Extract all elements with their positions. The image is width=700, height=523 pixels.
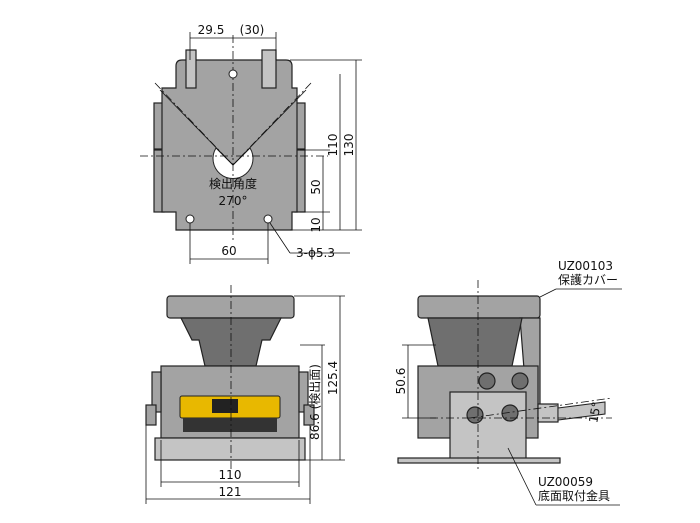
protective-cover-side <box>417 295 541 319</box>
side-view: 15° 50.6 UZ00103 保護カバー UZ00059 底面取付金具 <box>394 259 622 506</box>
mount-hole-left <box>185 214 195 224</box>
cable-gland-side <box>537 403 559 423</box>
bracket-part-no: UZ00059 <box>538 475 593 489</box>
bracket-name: 底面取付金具 <box>538 488 610 503</box>
mount-hole-top <box>228 69 238 79</box>
dim-offset-right: (30) <box>240 23 265 37</box>
top-view: 検出角度 270° 29.5 (30) 130 110 50 10 60 3-ϕ… <box>140 23 362 264</box>
side-screw-3 <box>466 406 484 424</box>
dim-width-121: 121 <box>219 485 242 499</box>
dim-holes: 3-ϕ5.3 <box>296 246 335 260</box>
front-bolt-left <box>145 404 157 426</box>
dim-width-110: 110 <box>219 468 242 482</box>
dim-width-60: 60 <box>221 244 236 258</box>
base-plate-side <box>397 457 561 464</box>
dim-height-10: 10 <box>309 217 323 232</box>
dim-height-50: 50 <box>309 179 323 194</box>
dim-height-86-6: 86.6 (検出面) <box>308 364 322 440</box>
detection-angle-label: 検出角度 <box>209 176 257 191</box>
cable-gland-left <box>185 49 197 89</box>
detection-angle-value: 270° <box>219 194 248 208</box>
side-screw-2 <box>511 372 529 390</box>
mount-hole-right <box>263 214 273 224</box>
dim-height-50-6: 50.6 <box>394 368 408 395</box>
front-view: 86.6 (検出面) 125.4 110 121 <box>145 285 345 504</box>
cover-part-no: UZ00103 <box>558 259 613 273</box>
connector-row <box>183 418 277 432</box>
front-bolt-right <box>303 404 315 426</box>
segment-display <box>212 399 238 413</box>
cable-side <box>557 401 606 421</box>
mount-bracket-front <box>154 437 306 461</box>
dim-height-110: 110 <box>326 134 340 157</box>
dim-angle-15: 15° <box>586 401 603 424</box>
dim-offset-left: 29.5 <box>198 23 225 37</box>
dim-height-130: 130 <box>342 134 356 157</box>
protective-cover-front <box>166 295 295 319</box>
side-screw-1 <box>478 372 496 390</box>
sensor-head-front <box>180 317 282 367</box>
cable-gland-right <box>261 49 277 89</box>
cover-name: 保護カバー <box>558 272 618 287</box>
sensor-head-side <box>427 317 523 367</box>
dim-height-125-4: 125.4 <box>326 361 340 395</box>
bottom-bracket-side <box>449 391 527 461</box>
side-screw-4 <box>501 404 519 422</box>
